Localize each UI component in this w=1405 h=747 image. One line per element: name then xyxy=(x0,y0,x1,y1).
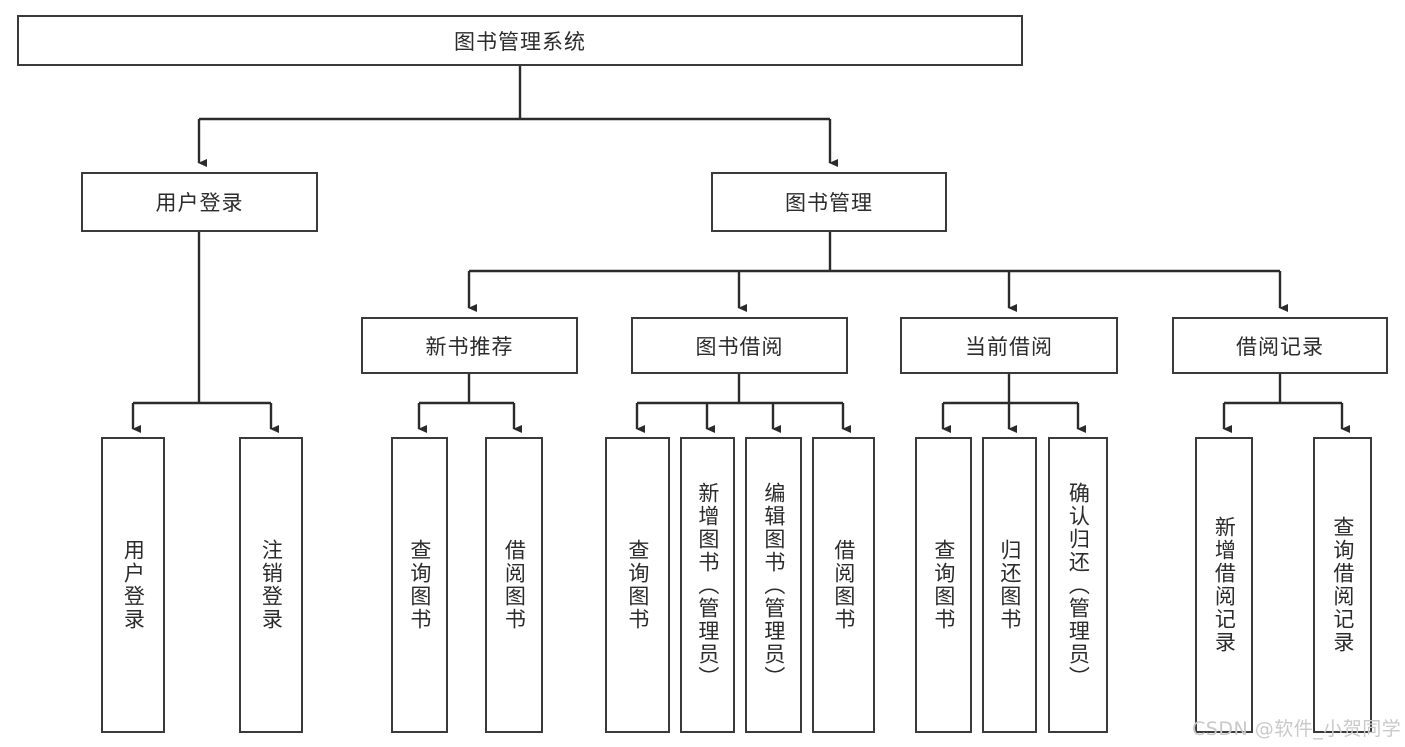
node-book-borrow-label: 图书借阅 xyxy=(695,334,784,359)
leaf-borrow-query-books-label: 查询图书 xyxy=(625,539,650,631)
node-user-login-label: 用户登录 xyxy=(155,191,244,215)
node-book-management[interactable]: 图书管理 xyxy=(711,172,947,232)
leaf-add-book-admin-label: 新增图书（管理员） xyxy=(695,481,720,689)
leaf-borrow-books[interactable]: 借阅图书 xyxy=(812,437,875,733)
node-root-label: 图书管理系统 xyxy=(454,29,586,54)
leaf-borrow-books-label: 借阅图书 xyxy=(831,539,856,631)
leaf-return-books[interactable]: 归还图书 xyxy=(982,437,1037,733)
node-root-system[interactable]: 图书管理系统 xyxy=(17,15,1023,66)
node-current-borrow[interactable]: 当前借阅 xyxy=(900,317,1118,374)
leaf-logout[interactable]: 注销登录 xyxy=(239,437,303,733)
leaf-newbook-borrow-books-label: 借阅图书 xyxy=(502,539,527,631)
leaf-confirm-return-admin-label: 确认归还（管理员） xyxy=(1066,481,1091,689)
leaf-user-login-label: 用户登录 xyxy=(121,539,146,631)
csdn-watermark: CSDN @软件_小贺同学 xyxy=(1192,718,1402,740)
node-book-borrow[interactable]: 图书借阅 xyxy=(631,317,848,374)
leaf-borrow-query-books[interactable]: 查询图书 xyxy=(605,437,670,733)
leaf-user-login[interactable]: 用户登录 xyxy=(101,437,165,733)
node-borrow-records-label: 借阅记录 xyxy=(1236,334,1324,359)
leaf-newbook-borrow-books[interactable]: 借阅图书 xyxy=(485,437,543,733)
node-current-borrow-label: 当前借阅 xyxy=(965,334,1053,359)
leaf-query-borrow-record[interactable]: 查询借阅记录 xyxy=(1313,437,1372,733)
leaf-logout-label: 注销登录 xyxy=(259,539,284,631)
node-borrow-records[interactable]: 借阅记录 xyxy=(1172,317,1388,374)
leaf-add-borrow-record-label: 新增借阅记录 xyxy=(1212,516,1237,654)
leaf-current-query-books-label: 查询图书 xyxy=(931,539,956,631)
node-new-book-recommend-label: 新书推荐 xyxy=(425,334,514,359)
leaf-current-query-books[interactable]: 查询图书 xyxy=(915,437,972,733)
leaf-return-books-label: 归还图书 xyxy=(997,539,1022,631)
leaf-query-borrow-record-label: 查询借阅记录 xyxy=(1330,516,1355,654)
leaf-add-book-admin[interactable]: 新增图书（管理员） xyxy=(680,437,735,733)
leaf-newbook-query-books[interactable]: 查询图书 xyxy=(391,437,448,733)
leaf-add-borrow-record[interactable]: 新增借阅记录 xyxy=(1195,437,1253,733)
node-book-management-label: 图书管理 xyxy=(785,191,873,215)
node-new-book-recommend[interactable]: 新书推荐 xyxy=(361,317,578,374)
leaf-confirm-return-admin[interactable]: 确认归还（管理员） xyxy=(1048,437,1108,733)
leaf-newbook-query-books-label: 查询图书 xyxy=(407,539,432,631)
leaf-edit-book-admin-label: 编辑图书（管理员） xyxy=(761,481,786,689)
leaf-edit-book-admin[interactable]: 编辑图书（管理员） xyxy=(745,437,802,733)
node-user-login[interactable]: 用户登录 xyxy=(81,172,318,232)
